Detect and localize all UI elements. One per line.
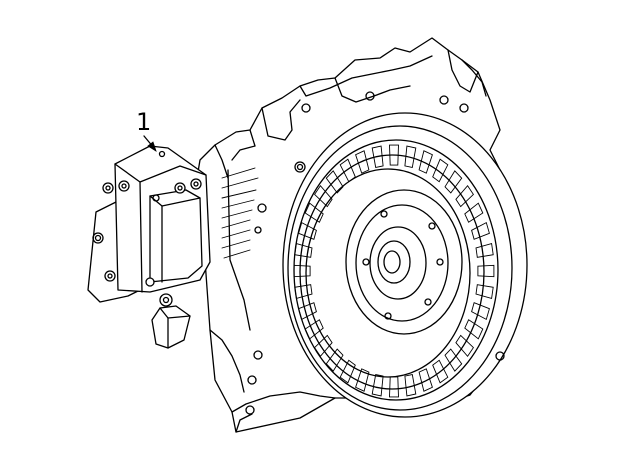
rotor-slot bbox=[294, 243, 313, 258]
rotor-slot bbox=[455, 334, 474, 358]
rotor-slot bbox=[304, 202, 324, 223]
rotor-slot bbox=[371, 373, 384, 397]
housing-bolts bbox=[245, 91, 505, 415]
rotor-slot bbox=[389, 376, 399, 398]
rotor-slot bbox=[314, 334, 333, 358]
rotor-slot bbox=[477, 264, 495, 278]
rotor-slot-ring bbox=[293, 144, 495, 398]
rotor-slot bbox=[444, 170, 463, 194]
rotor-slot bbox=[325, 348, 344, 372]
control-module-part-1 bbox=[87, 145, 211, 349]
rotor-hub bbox=[345, 189, 463, 335]
rotor-slot bbox=[418, 368, 433, 392]
rotor-slot bbox=[325, 170, 344, 194]
rotor-slot bbox=[355, 368, 370, 392]
rotor-slot bbox=[355, 150, 370, 174]
rotor-slot bbox=[432, 158, 449, 183]
rotor-slot bbox=[339, 359, 356, 384]
rotor-slot bbox=[471, 302, 490, 321]
callout-1: 1 bbox=[136, 108, 157, 152]
rotor-slot bbox=[404, 373, 417, 397]
rotor-slot bbox=[298, 302, 317, 321]
rotor-slot bbox=[294, 284, 313, 299]
rotor-slot bbox=[471, 221, 490, 240]
callout-label-1: 1 bbox=[136, 108, 151, 136]
rotor-slot bbox=[389, 144, 399, 166]
rotor-slot bbox=[464, 202, 484, 223]
rotor-slot bbox=[314, 184, 333, 208]
rotor-slot bbox=[304, 319, 324, 340]
rotor-slot bbox=[475, 243, 494, 258]
rotor-slot bbox=[475, 284, 494, 299]
rotor-slot bbox=[418, 150, 433, 174]
rotor-slot bbox=[339, 158, 356, 183]
rotor-slot bbox=[464, 319, 484, 340]
cooling-fins bbox=[221, 167, 259, 331]
rotor-slot bbox=[293, 264, 311, 278]
rotor-slot bbox=[444, 348, 463, 372]
rotor-slot bbox=[455, 184, 474, 208]
rotor-slot bbox=[432, 359, 449, 384]
rotor-slot bbox=[371, 145, 384, 169]
callout-arrowhead bbox=[147, 141, 157, 152]
rotor-slot bbox=[404, 145, 417, 169]
rotor-slot bbox=[298, 221, 317, 240]
